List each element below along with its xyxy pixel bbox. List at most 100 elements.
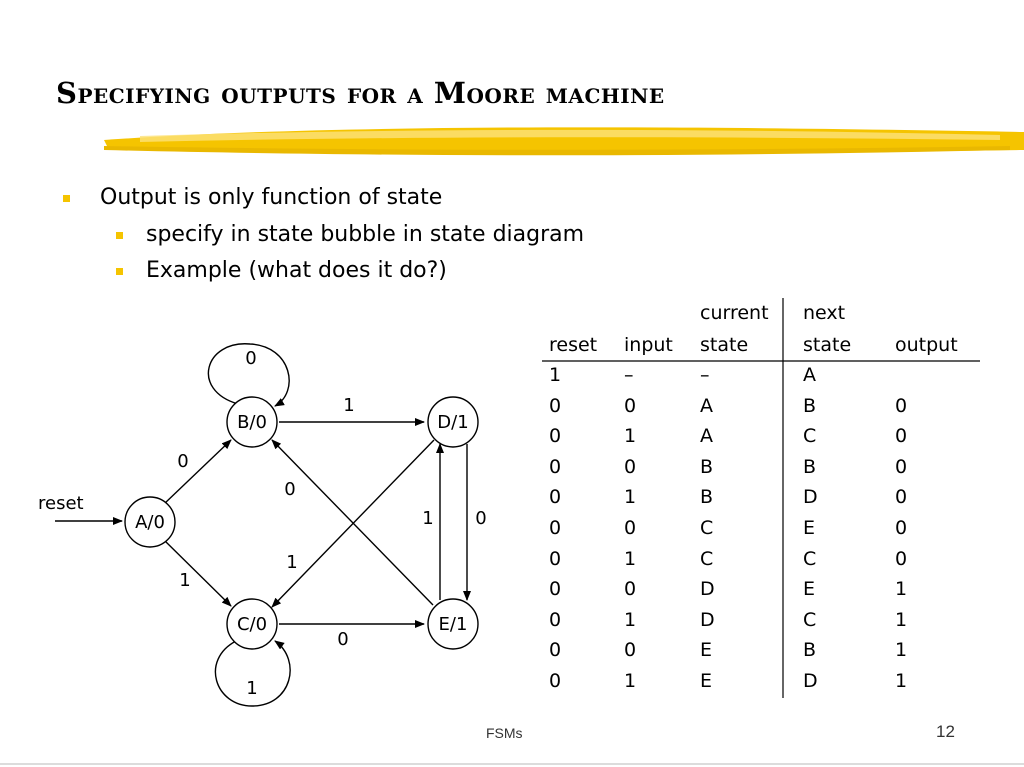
bottom-divider <box>0 763 1024 765</box>
slide-footer: FSMs <box>486 725 523 741</box>
table-cell: E <box>700 639 713 662</box>
table-cell: B <box>803 455 817 478</box>
table-cell: 1 <box>624 425 637 448</box>
table-cell: 1 <box>624 608 637 631</box>
table-cell: 0 <box>895 394 908 417</box>
state-D <box>427 396 479 448</box>
label-E-to-B: 0 <box>284 479 295 500</box>
label-D-to-C: 1 <box>286 552 297 573</box>
table-cell: 0 <box>895 425 908 448</box>
table-cell: 1 <box>624 547 637 570</box>
table-cell: 0 <box>549 394 562 417</box>
label-C-self: 1 <box>246 678 257 699</box>
table-cell: 1 <box>549 364 562 386</box>
table-cell: 1 <box>624 670 637 692</box>
table-cell: 1 <box>895 670 908 692</box>
table-header: output <box>895 334 958 356</box>
table-cell: 0 <box>549 517 562 539</box>
bullet-marker <box>116 268 123 275</box>
table-header: reset <box>549 334 598 356</box>
table-cell: E <box>803 578 816 601</box>
state-B-label: B/0 <box>237 412 267 433</box>
table-cell: 0 <box>549 639 562 662</box>
table-cell: 0 <box>549 670 562 692</box>
state-A <box>124 496 176 548</box>
table-cell: 0 <box>549 455 562 478</box>
table-cell: E <box>700 670 713 692</box>
table-cell: C <box>700 547 714 570</box>
table-cell: A <box>700 394 713 417</box>
table-cell: 1 <box>895 578 908 601</box>
label-E-to-D: 1 <box>422 508 433 529</box>
table-cell: C <box>803 425 817 448</box>
table-cell: B <box>700 486 714 509</box>
table-cell: 1 <box>895 639 908 662</box>
label-C-to-E: 0 <box>337 629 348 650</box>
label-B-self: 0 <box>245 348 256 369</box>
table-cell: 0 <box>895 455 908 478</box>
self-loop-C <box>214 640 291 707</box>
table-cell: 0 <box>549 486 562 509</box>
table-cell: C <box>803 547 817 570</box>
table-header-top: current <box>700 302 769 324</box>
state-C-label: C/0 <box>237 614 267 635</box>
table-cell: 0 <box>895 486 908 509</box>
table-cell: A <box>803 364 816 386</box>
table-cell: 0 <box>624 517 637 539</box>
table-cell: 1 <box>624 486 637 509</box>
table-cell: 0 <box>624 578 637 601</box>
label-A-to-C: 1 <box>179 570 190 591</box>
bullet-level2: specify in state bubble in state diagram <box>146 222 585 247</box>
state-D-label: D/1 <box>437 412 468 433</box>
edge-D-to-C <box>271 439 435 608</box>
table-header: input <box>624 334 673 356</box>
table-cell: D <box>803 486 818 509</box>
table-cell: – <box>700 364 710 386</box>
bullet-marker <box>63 195 70 202</box>
reset-label: reset <box>38 493 84 514</box>
table-cell: 0 <box>895 517 908 539</box>
state-C <box>226 598 278 650</box>
label-A-to-B: 0 <box>177 451 188 472</box>
state-E <box>427 598 479 650</box>
table-cell: B <box>803 394 817 417</box>
state-E-label: E/1 <box>439 614 468 635</box>
table-cell: D <box>700 578 715 601</box>
table-header: state <box>803 334 852 356</box>
page-number: 12 <box>936 722 955 741</box>
table-cell: E <box>803 517 816 539</box>
bullet-level1: Output is only function of state <box>100 185 443 210</box>
table-cell: 0 <box>624 639 637 662</box>
table-header-top: next <box>803 302 846 324</box>
label-D-to-E: 0 <box>475 508 486 529</box>
table-cell: 0 <box>549 547 562 570</box>
table-cell: 0 <box>624 455 637 478</box>
table-cell: 0 <box>549 608 562 631</box>
table-cell: D <box>700 608 715 631</box>
table-cell: 1 <box>895 608 908 631</box>
table-cell: 0 <box>624 394 637 417</box>
bullet-marker <box>116 232 123 239</box>
table-header: state <box>700 334 749 356</box>
table-cell: A <box>700 425 713 448</box>
edge-E-to-B <box>271 439 434 606</box>
state-A-label: A/0 <box>135 512 165 533</box>
table-cell: C <box>700 517 714 539</box>
edge-A-to-C <box>163 539 232 607</box>
table-cell: B <box>803 639 817 662</box>
edge-A-to-B <box>163 439 232 505</box>
table-cell: – <box>624 364 634 386</box>
table-cell: 0 <box>549 425 562 448</box>
table-cell: D <box>803 670 818 692</box>
self-loop-B <box>207 343 290 407</box>
table-cell: C <box>803 608 817 631</box>
slide-title: Specifying outputs for a Moore machine <box>56 76 665 110</box>
table-cell: 0 <box>895 547 908 570</box>
label-B-to-D: 1 <box>343 395 354 416</box>
state-B <box>226 396 278 448</box>
table-cell: B <box>700 455 714 478</box>
table-cell: 0 <box>549 578 562 601</box>
